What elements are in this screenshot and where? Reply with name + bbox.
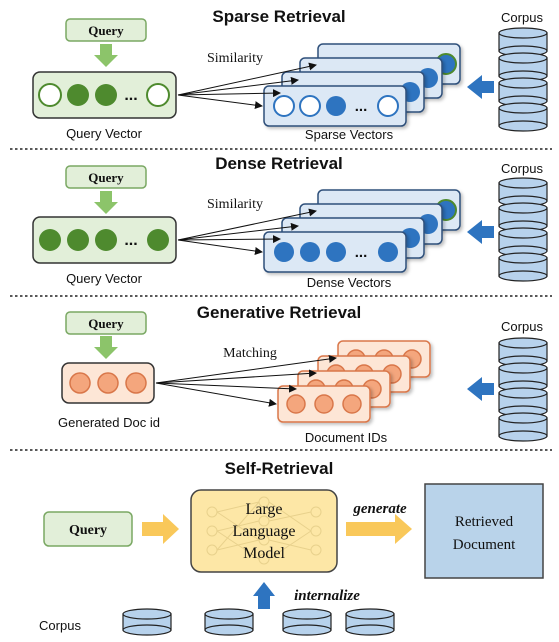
retrieved-document-box: Retrieved Document bbox=[424, 483, 544, 579]
section-self-retrieval: Self-Retrieval Query bbox=[39, 459, 544, 636]
ellipsis: ... bbox=[355, 98, 368, 115]
section-sparse-retrieval: Sparse Retrieval Query ... Query Vector … bbox=[32, 7, 548, 142]
query-box: Query bbox=[65, 311, 147, 335]
matching-arrows bbox=[155, 355, 337, 407]
sparse-vectors-label: Sparse Vectors bbox=[305, 127, 394, 142]
ellipsis: ... bbox=[355, 244, 368, 261]
ellipsis: ... bbox=[124, 87, 137, 104]
vector-cell-empty bbox=[38, 83, 62, 107]
vector-cell-filled bbox=[95, 84, 117, 106]
up-arrow-icon bbox=[253, 582, 275, 609]
down-arrow-icon bbox=[94, 191, 118, 214]
dense-vectors-label: Dense Vectors bbox=[307, 275, 392, 290]
similarity-arrows bbox=[177, 208, 317, 255]
corpus-label: Corpus bbox=[39, 618, 81, 633]
corpus-label: Corpus bbox=[501, 10, 543, 25]
dense-vector-stack: ... bbox=[263, 189, 461, 273]
section-generative-retrieval: Generative Retrieval Query Generated Doc… bbox=[58, 303, 548, 445]
retrieved-document-line1: Retrieved bbox=[455, 514, 514, 530]
sparse-vector-stack: ... bbox=[263, 43, 461, 127]
query-vector-label: Query Vector bbox=[66, 126, 143, 141]
section-title: Generative Retrieval bbox=[197, 303, 361, 322]
query-label: Query bbox=[69, 523, 107, 538]
query-vector-label: Query Vector bbox=[66, 271, 143, 286]
right-arrow-icon bbox=[142, 514, 179, 544]
right-arrow-icon bbox=[346, 514, 412, 544]
query-label: Query bbox=[88, 316, 124, 331]
corpus-cylinders bbox=[122, 608, 395, 636]
query-box: Query bbox=[65, 165, 147, 189]
query-label: Query bbox=[88, 170, 124, 185]
query-box: Query bbox=[43, 511, 133, 547]
corpus-cylinders bbox=[498, 337, 548, 442]
query-label: Query bbox=[88, 23, 124, 38]
section-title: Dense Retrieval bbox=[215, 154, 343, 173]
corpus-cylinders bbox=[498, 27, 548, 132]
document-id-stack bbox=[277, 340, 431, 423]
corpus-cylinders bbox=[498, 177, 548, 282]
llm-label-line2: Language bbox=[232, 523, 295, 540]
section-title: Self-Retrieval bbox=[225, 459, 334, 478]
ellipsis: ... bbox=[124, 232, 137, 249]
section-title: Sparse Retrieval bbox=[212, 7, 345, 26]
matching-label: Matching bbox=[223, 346, 277, 361]
similarity-arrows bbox=[177, 62, 317, 110]
corpus-label: Corpus bbox=[501, 319, 543, 334]
llm-box: Large Language Model bbox=[190, 489, 338, 573]
similarity-label: Similarity bbox=[207, 51, 263, 66]
corpus-label: Corpus bbox=[501, 161, 543, 176]
generated-doc-id-vector bbox=[61, 362, 155, 404]
generated-doc-id-label: Generated Doc id bbox=[58, 415, 160, 430]
query-vector: ... bbox=[32, 71, 177, 119]
llm-label-line3: Model bbox=[243, 545, 285, 562]
vector-cell-filled bbox=[67, 84, 89, 106]
vector-cell-empty bbox=[146, 83, 170, 107]
left-arrow-icon bbox=[467, 220, 494, 244]
document-ids-label: Document IDs bbox=[305, 430, 388, 445]
down-arrow-icon bbox=[94, 336, 118, 359]
generate-label: generate bbox=[352, 501, 407, 517]
llm-label-line1: Large bbox=[245, 501, 282, 518]
neural-net-icon bbox=[206, 496, 322, 565]
query-vector: ... bbox=[32, 216, 177, 264]
section-dense-retrieval: Dense Retrieval Query ... Query Vector S… bbox=[32, 154, 548, 290]
similarity-label: Similarity bbox=[207, 197, 263, 212]
left-arrow-icon bbox=[467, 377, 494, 401]
query-box: Query bbox=[65, 18, 147, 42]
internalize-label: internalize bbox=[294, 588, 360, 604]
retrieved-document-line2: Document bbox=[453, 537, 516, 553]
down-arrow-icon bbox=[94, 44, 118, 67]
left-arrow-icon bbox=[467, 75, 494, 99]
